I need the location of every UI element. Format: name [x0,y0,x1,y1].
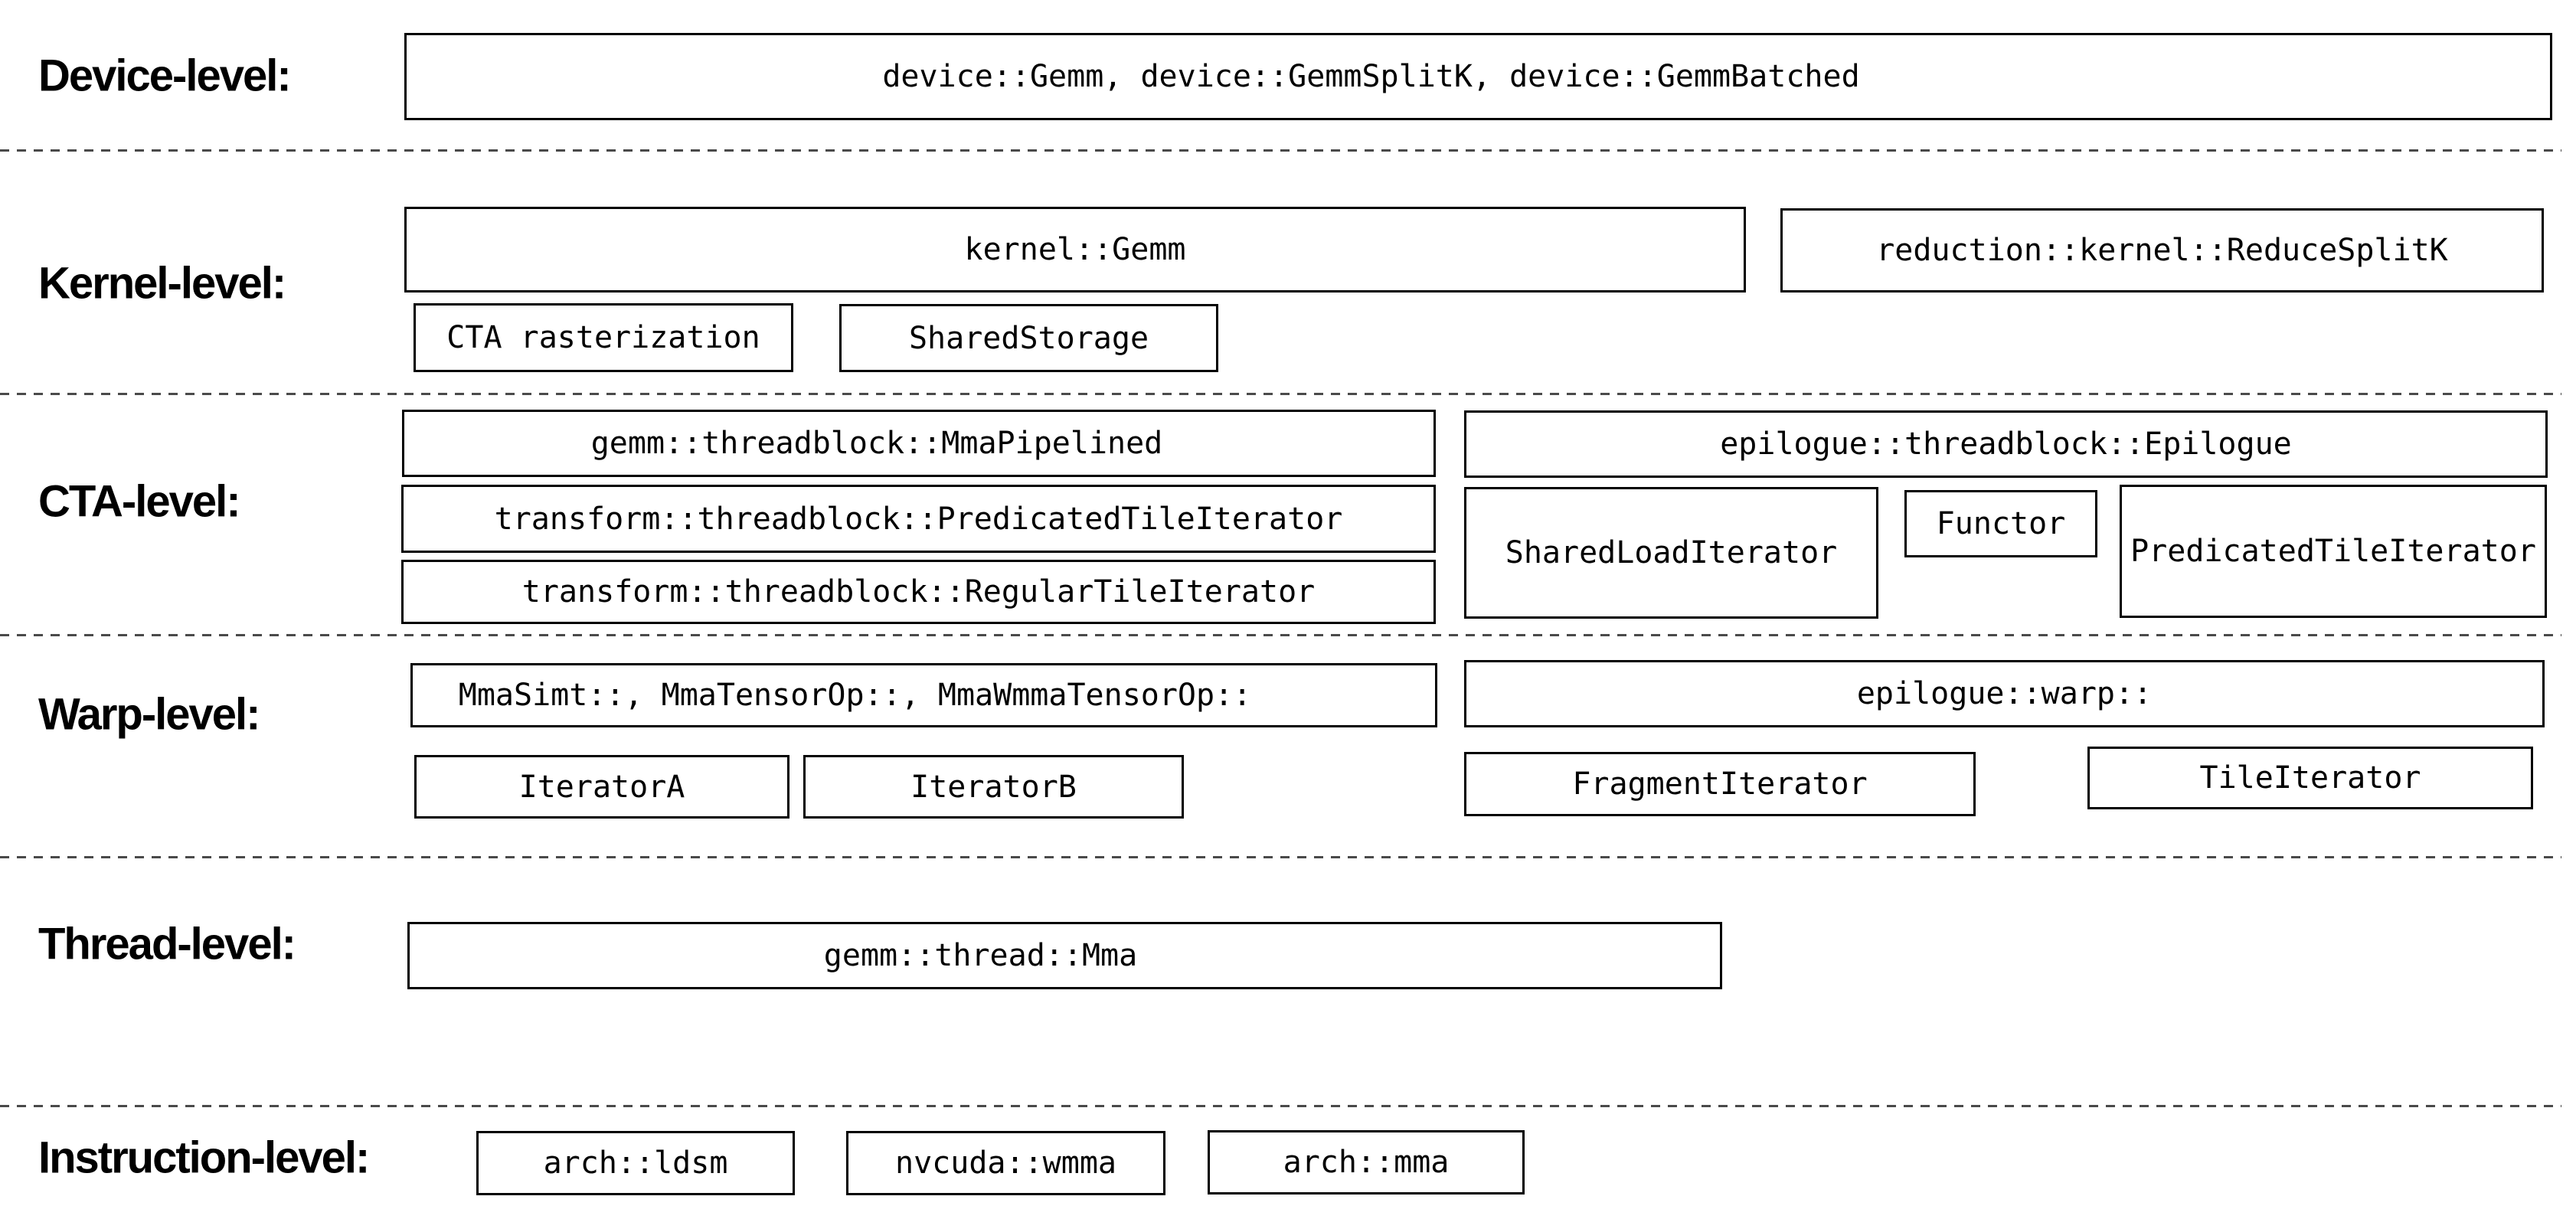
box-fragment-iterator: FragmentIterator [1464,752,1976,816]
level-label-kernel: Kernel-level: [38,258,286,309]
separator-line-thread-instruction [0,1105,2561,1107]
box-device-gemm-family: device::Gemm, device::GemmSplitK, device… [404,33,2552,120]
box-iterator-b: IteratorB [803,755,1184,819]
level-label-thread: Thread-level: [38,919,296,969]
box-tile-iterator: TileIterator [2087,747,2533,809]
box-kernel-gemm: kernel::Gemm [404,207,1746,292]
level-label-instruction: Instruction-level: [38,1132,370,1183]
box-epilogue-warp: epilogue::warp:: [1464,660,2545,727]
box-warp-mma-family: MmaSimt::, MmaTensorOp::, MmaWmmaTensorO… [410,663,1437,727]
box-reduction-kernel-reduce-splitk: reduction::kernel::ReduceSplitK [1780,208,2544,292]
level-label-warp: Warp-level: [38,689,260,740]
level-label-device: Device-level: [38,51,292,101]
separator-line-warp-thread [0,856,2561,858]
box-transform-regular-tile-iterator: transform::threadblock::RegularTileItera… [401,560,1436,624]
box-epilogue-threadblock: epilogue::threadblock::Epilogue [1464,410,2548,478]
separator-line-device-kernel [0,149,2561,152]
box-gemm-thread-mma: gemm::thread::Mma [407,922,1722,989]
box-cta-rasterization: CTA rasterization [414,303,793,372]
box-iterator-a: IteratorA [414,755,789,819]
box-functor: Functor [1904,490,2097,557]
box-epilogue-predicated-tile-iterator: PredicatedTileIterator [2120,485,2547,618]
level-label-cta: CTA-level: [38,476,241,527]
box-shared-load-iterator: SharedLoadIterator [1464,487,1878,619]
box-transform-predicated-tile-iterator: transform::threadblock::PredicatedTileIt… [401,485,1436,553]
box-arch-ldsm: arch::ldsm [476,1131,795,1195]
box-nvcuda-wmma: nvcuda::wmma [846,1131,1165,1195]
box-shared-storage: SharedStorage [839,304,1218,372]
separator-line-kernel-cta [0,393,2561,395]
separator-line-cta-warp [0,634,2561,636]
box-mma-pipelined: gemm::threadblock::MmaPipelined [402,410,1436,477]
box-arch-mma: arch::mma [1208,1130,1525,1194]
